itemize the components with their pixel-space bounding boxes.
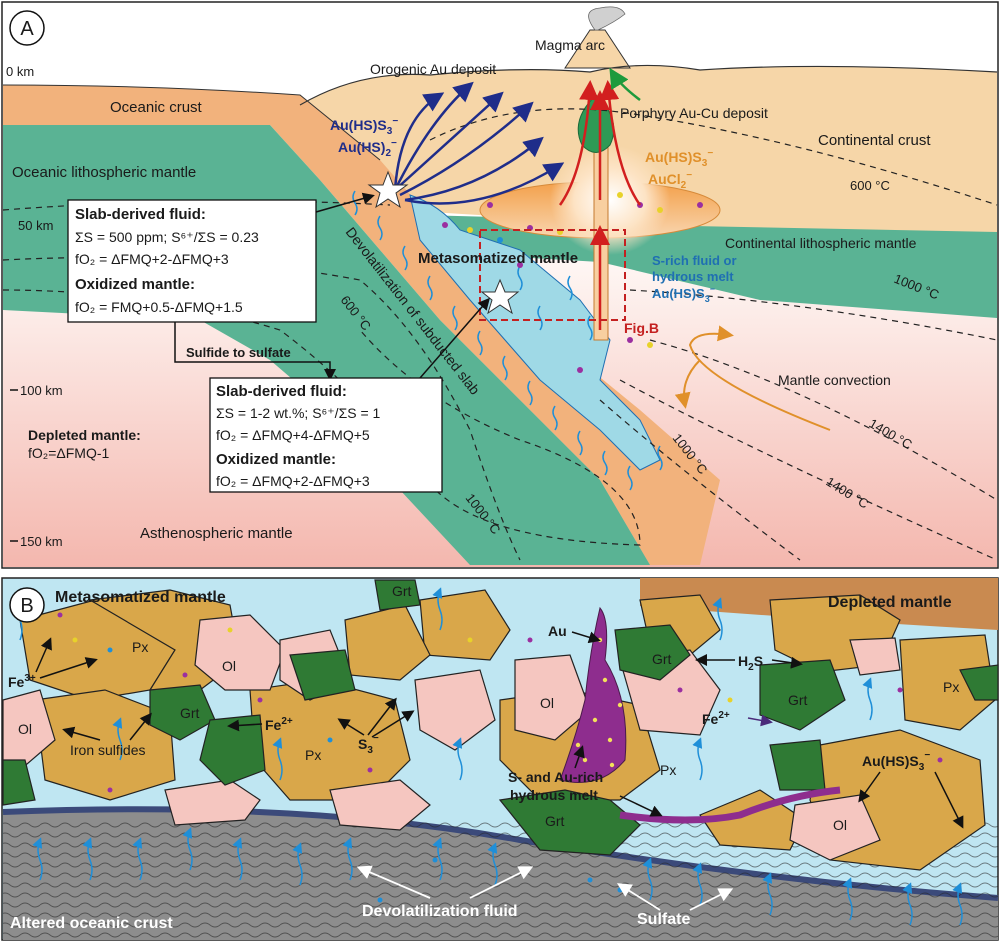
label-iron-sulfides: Iron sulfides xyxy=(70,742,145,758)
white-arrows xyxy=(356,865,734,911)
label-melt-1: S- and Au-rich xyxy=(508,769,603,785)
label-fe2-right: Fe2+ xyxy=(702,710,730,727)
label-au-hs-s3-b: Au(HS)S3− xyxy=(862,750,930,773)
panel-a-badge-text: A xyxy=(20,18,34,40)
box2-title1: Slab-derived fluid: xyxy=(216,383,347,400)
box2-line2: fO₂ = ΔFMQ+4-ΔFMQ+5 xyxy=(216,427,370,443)
box1-title1: Slab-derived fluid: xyxy=(75,206,206,223)
mineral-px-2: Px xyxy=(305,747,321,763)
label-magma-arc: Magma arc xyxy=(535,37,605,53)
orogenic-flow-arrows xyxy=(393,81,565,205)
label-depleted-b: Depleted mantle xyxy=(828,594,952,611)
fluid-arrows-b xyxy=(12,587,963,926)
convection-arrows xyxy=(674,325,831,431)
info-box-deep: Slab-derived fluid: ΣS = 1-2 wt.%; S⁶⁺/Σ… xyxy=(209,297,490,493)
info-box-shallow: Slab-derived fluid: ΣS = 500 ppm; S⁶⁺/ΣS… xyxy=(67,192,375,323)
label-au: Au xyxy=(548,623,567,639)
panel-a: A 0 km 50 km 100 km 150 km Oceanic crust… xyxy=(1,1,999,569)
depth-100: 100 km xyxy=(20,383,63,398)
label-melt-2: hydrous melt xyxy=(510,787,598,803)
label-oceanic-crust: Oceanic crust xyxy=(110,99,203,116)
label-metasomatized-b: Metasomatized mantle xyxy=(55,589,226,606)
label-altered: Altered oceanic crust xyxy=(10,915,173,932)
label-au-hs-s3-cyan: Au(HS)S3− xyxy=(652,284,715,304)
box2-line3: fO₂ = ΔFMQ+2-ΔFMQ+3 xyxy=(216,473,370,489)
label-metasomatized: Metasomatized mantle xyxy=(418,250,578,267)
label-fe2-left: Fe2+ xyxy=(265,716,293,733)
label-sulfide-to-sulfate: Sulfide to sulfate xyxy=(186,345,291,360)
label-au-hs2: Au(HS)2− xyxy=(338,138,397,159)
label-porphyry: Porphyry Au-Cu deposit xyxy=(620,105,768,121)
label-au-hs-s3-a: Au(HS)S3− xyxy=(330,116,398,137)
label-depleted-title: Depleted mantle: xyxy=(28,427,141,443)
label-fig-b: Fig.B xyxy=(624,320,659,336)
fig-b-box xyxy=(479,229,626,321)
grt-grains xyxy=(2,579,999,856)
label-orogenic: Orogenic Au deposit xyxy=(370,61,496,77)
panel-b-badge xyxy=(9,587,45,623)
box2-line1: ΣS = 1-2 wt.%; S⁶⁺/ΣS = 1 xyxy=(216,405,381,421)
label-h2s: H2S xyxy=(738,653,763,673)
box1-line3: fO₂ = FMQ+0.5-ΔFMQ+1.5 xyxy=(75,299,243,315)
label-sulfate: Sulfate xyxy=(637,911,690,928)
box2-title2: Oxidized mantle: xyxy=(216,451,336,468)
depth-0: 0 km xyxy=(6,64,34,79)
continental-crust xyxy=(300,65,997,232)
continental-lithospheric-mantle xyxy=(420,215,997,318)
panel-a-badge xyxy=(9,10,45,46)
box1-line2: fO₂ = ΔFMQ+2-ΔFMQ+3 xyxy=(75,251,229,267)
fluid-squiggles xyxy=(352,190,663,491)
label-s-rich-2: hydrous melt xyxy=(652,269,734,284)
label-mantle-convection: Mantle convection xyxy=(778,372,891,388)
mineral-grt-1: Grt xyxy=(392,583,412,599)
panel-b: B Metasomatized mantle Depleted mantle A… xyxy=(1,577,999,941)
mineral-px-3: Px xyxy=(660,762,676,778)
mineral-grt-4: Grt xyxy=(545,813,565,829)
label-s-rich-1: S-rich fluid or xyxy=(652,253,737,268)
star-deep xyxy=(480,278,520,315)
label-aucl2: AuCl2− xyxy=(648,170,692,191)
mineral-px-4: Px xyxy=(943,679,959,695)
mineral-grt-5: Grt xyxy=(788,692,808,708)
mineral-ol-2: Ol xyxy=(18,721,32,737)
label-s3: S3− xyxy=(358,733,379,756)
mineral-px-1: Px xyxy=(132,639,148,655)
label-continental-lith: Continental lithospheric mantle xyxy=(725,235,917,251)
box1-title2: Oxidized mantle: xyxy=(75,276,195,293)
label-continental-crust: Continental crust xyxy=(818,132,931,149)
oceanic-crust xyxy=(3,85,720,565)
label-oceanic-lith: Oceanic lithospheric mantle xyxy=(12,164,196,181)
depth-150: 150 km xyxy=(20,534,63,549)
depth-50: 50 km xyxy=(18,218,53,233)
box1-line1: ΣS = 500 ppm; S⁶⁺/ΣS = 0.23 xyxy=(75,229,259,245)
mineral-ol-3: Ol xyxy=(540,695,554,711)
panel-b-badge-text: B xyxy=(20,595,33,617)
star-shallow xyxy=(367,170,409,209)
label-asthenospheric: Asthenospheric mantle xyxy=(140,525,293,542)
label-au-hs-s3-orange: Au(HS)S3− xyxy=(645,148,713,169)
label-fe3: Fe3+ xyxy=(8,673,36,690)
mineral-ol-4: Ol xyxy=(833,817,847,833)
mineral-ol-1: Ol xyxy=(222,658,236,674)
isotherm-600-right: 600 °C xyxy=(850,178,890,193)
magma-arrows xyxy=(558,80,642,330)
label-devol-fluid: Devolatilization fluid xyxy=(362,903,518,920)
label-depleted-fo2: fO₂=ΔFMQ-1 xyxy=(28,445,110,461)
mineral-grt-2: Grt xyxy=(180,705,200,721)
mineral-grt-3: Grt xyxy=(652,651,672,667)
